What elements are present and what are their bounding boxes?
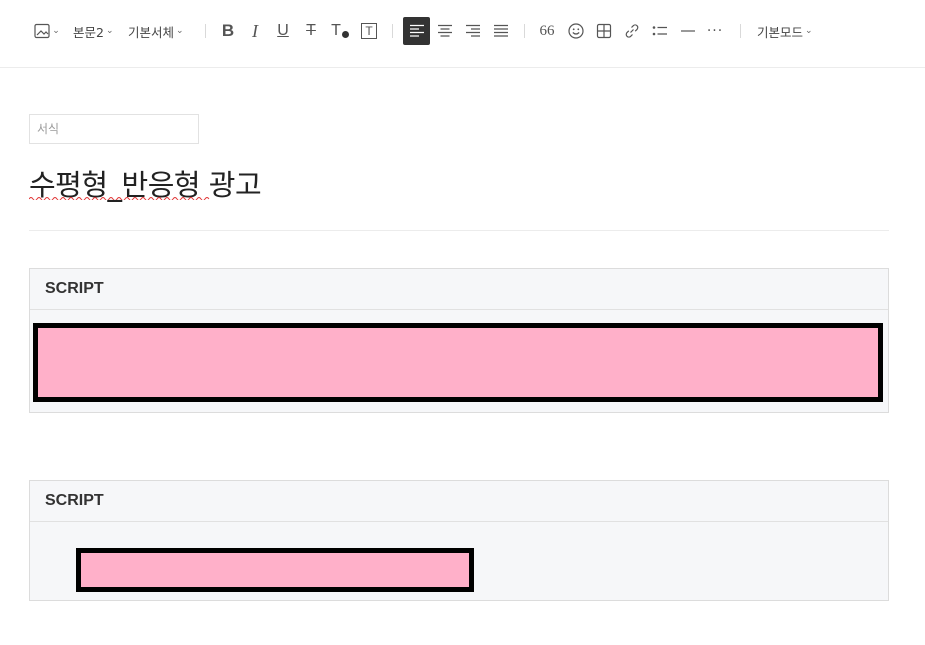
text-color-button[interactable]: T: [330, 17, 350, 45]
bold-button[interactable]: B: [218, 17, 238, 45]
underline-button[interactable]: U: [273, 17, 293, 45]
format-select-placeholder: 서식: [37, 122, 60, 136]
editor-toolbar: ⌄ 본문2 ⌄ 기본서체 ⌄ B I U T T T: [0, 0, 925, 68]
bullet-list-icon: [652, 26, 667, 36]
align-left-button[interactable]: [403, 17, 430, 45]
emoji-button[interactable]: [565, 17, 587, 45]
align-justify-icon: [493, 24, 508, 37]
spellcheck-underline: [29, 197, 210, 200]
paragraph-style-label: 본문2: [73, 24, 104, 40]
text-background-label: T: [361, 23, 377, 39]
strikethrough-button[interactable]: T: [301, 17, 321, 45]
script-block[interactable]: SCRIPT: [29, 268, 889, 413]
strikethrough-label: T: [306, 22, 316, 39]
align-right-icon: [465, 24, 480, 37]
text-color-label: T: [331, 22, 341, 39]
paragraph-style-dropdown[interactable]: 본문2 ⌄: [73, 17, 114, 45]
font-family-label: 기본서체: [128, 24, 175, 40]
quote-button[interactable]: 66: [536, 17, 558, 45]
more-button[interactable]: ···: [704, 17, 726, 45]
toolbar-divider: [524, 24, 525, 38]
image-icon: [34, 23, 50, 39]
italic-label: I: [252, 20, 258, 41]
more-icon: ···: [706, 23, 724, 39]
horizontal-rule-icon: [681, 30, 695, 32]
italic-button[interactable]: I: [245, 17, 265, 45]
page-title[interactable]: 수평형_반응형 광고: [29, 168, 262, 202]
script-block-header: SCRIPT: [30, 481, 888, 522]
insert-image-button[interactable]: ⌄: [32, 17, 62, 45]
font-family-dropdown[interactable]: 기본서체 ⌄: [128, 17, 184, 45]
horizontal-ad-banner: [33, 323, 883, 402]
underline-label: U: [277, 22, 289, 39]
chevron-down-icon: ⌄: [52, 26, 60, 36]
format-select[interactable]: 서식: [29, 114, 199, 144]
toolbar-divider: [740, 24, 741, 38]
mode-dropdown[interactable]: 기본모드 ⌄: [757, 17, 813, 45]
link-icon: [625, 24, 639, 38]
responsive-ad-banner: [76, 548, 474, 592]
align-left-icon: [409, 24, 424, 37]
list-button[interactable]: [649, 17, 671, 45]
toolbar-divider: [205, 24, 206, 38]
align-center-icon: [437, 24, 452, 37]
horizontal-rule-button[interactable]: [677, 17, 699, 45]
align-center-button[interactable]: [431, 17, 458, 45]
chevron-down-icon: ⌄: [105, 26, 114, 36]
bold-label: B: [221, 21, 235, 40]
chevron-down-icon: ⌄: [805, 26, 813, 36]
quote-icon: 66: [539, 22, 555, 39]
text-background-button[interactable]: T: [359, 17, 379, 45]
table-button[interactable]: [593, 17, 615, 45]
align-justify-button[interactable]: [487, 17, 514, 45]
mode-label: 기본모드: [757, 24, 804, 40]
link-button[interactable]: [621, 17, 643, 45]
chevron-down-icon: ⌄: [176, 26, 184, 36]
emoji-icon: [568, 23, 584, 39]
align-right-button[interactable]: [459, 17, 486, 45]
title-divider: [29, 230, 889, 231]
table-icon: [596, 23, 612, 39]
color-dot-icon: [341, 30, 349, 38]
script-block[interactable]: SCRIPT: [29, 480, 889, 601]
toolbar-divider: [392, 24, 393, 38]
script-block-header: SCRIPT: [30, 269, 888, 310]
